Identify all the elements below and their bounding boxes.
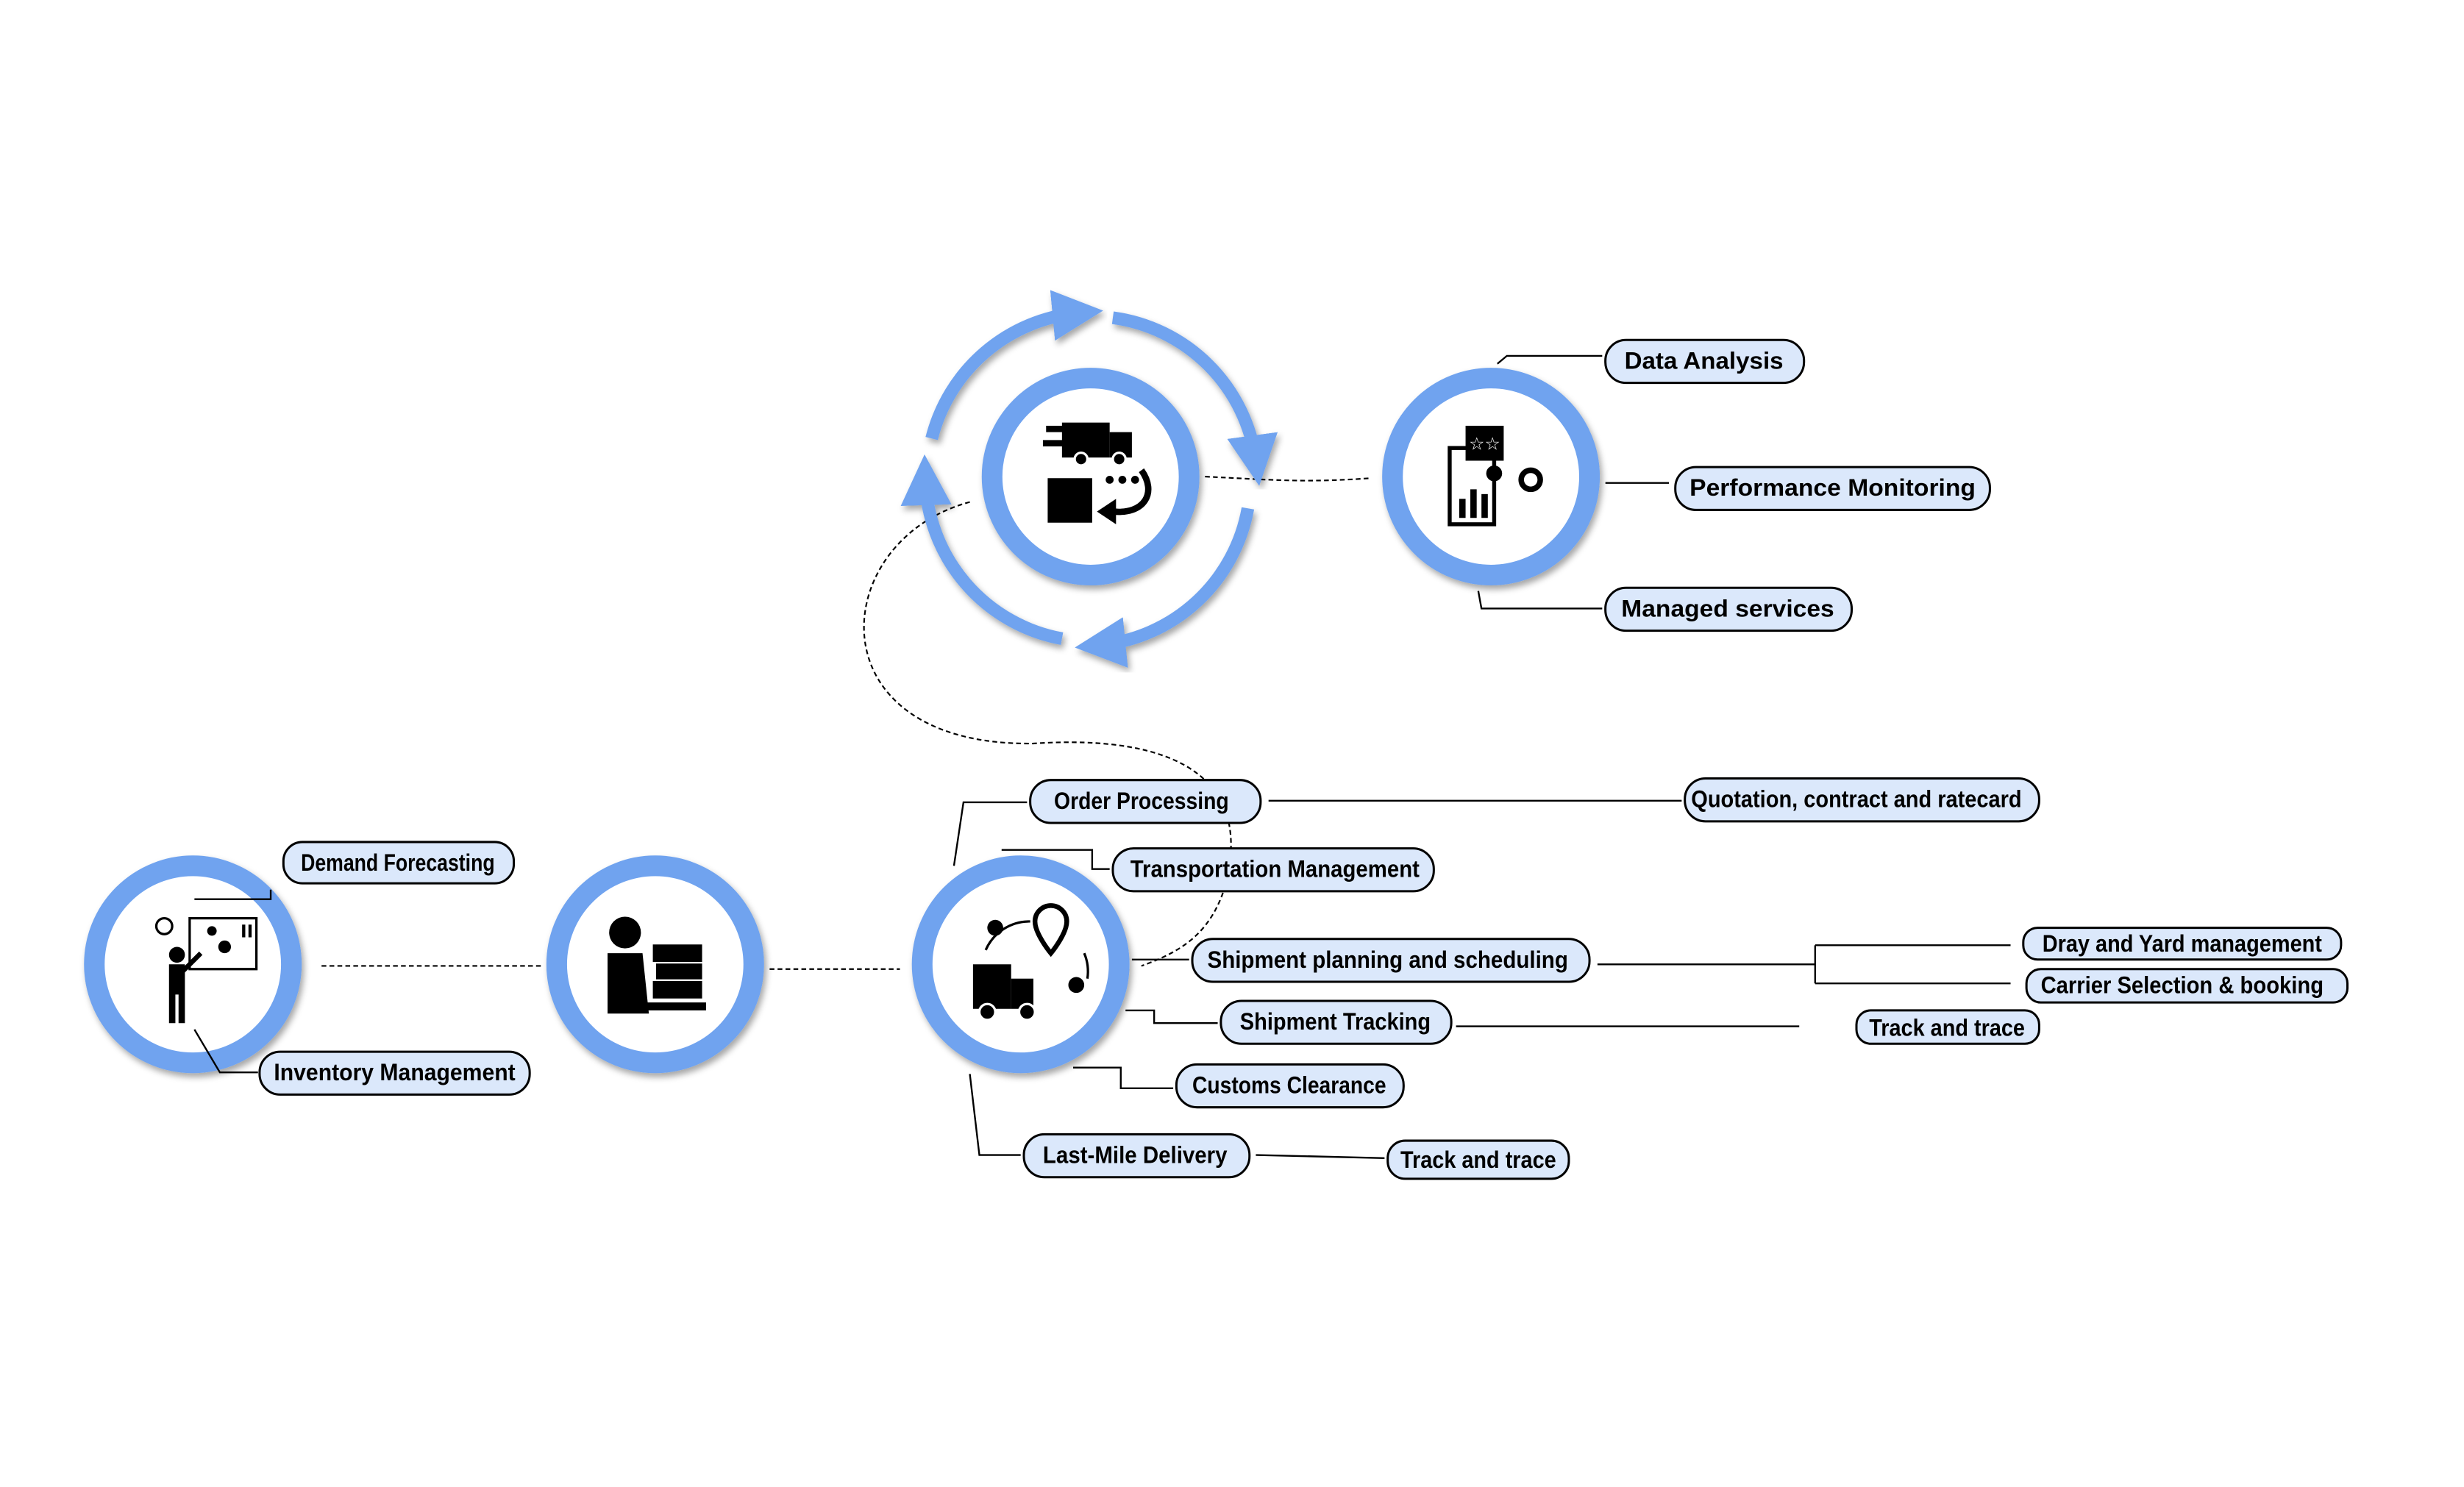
pill-track-and-trace-lastmile[interactable]: Track and trace [1386, 1139, 1570, 1180]
link-hub-logistics [863, 501, 1232, 967]
pill-last-mile-delivery[interactable]: Last-Mile Delivery [1022, 1133, 1251, 1179]
pill-data-analysis[interactable]: Data Analysis [1604, 338, 1806, 385]
pill-label: Last-Mile Delivery [1043, 1142, 1228, 1169]
pill-managed-services[interactable]: Managed services [1604, 586, 1854, 632]
pill-transportation-management[interactable]: Transportation Management [1111, 847, 1435, 893]
pill-label: Shipment Tracking [1240, 1008, 1431, 1035]
pill-label: Track and trace [1869, 1015, 2025, 1041]
logistics-node[interactable] [911, 855, 1130, 1074]
pill-inventory-management[interactable]: Inventory Management [258, 1050, 531, 1096]
pill-dray-yard-management[interactable]: Dray and Yard management [2022, 927, 2343, 961]
pill-shipment-tracking[interactable]: Shipment Tracking [1219, 999, 1453, 1045]
connectors [193, 354, 2011, 1160]
presenter-board-icon [154, 917, 258, 1024]
delivery-cycle-icon [1042, 422, 1152, 524]
pill-order-processing[interactable]: Order Processing [1029, 779, 1262, 824]
analytics-node[interactable]: ☆☆ [1382, 368, 1600, 586]
link-hub-analytics [1205, 475, 1371, 482]
pill-label: Performance Monitoring [1689, 474, 1976, 501]
pill-shipment-planning-scheduling[interactable]: Shipment planning and scheduling [1191, 938, 1591, 983]
pill-track-and-trace-shipment[interactable]: Track and trace [1855, 1009, 2040, 1045]
pill-label: Order Processing [1054, 788, 1229, 814]
pill-label: Quotation, contract and ratecard [1691, 786, 2021, 813]
warehouse-node[interactable] [546, 855, 764, 1074]
pill-label: Inventory Management [274, 1059, 516, 1085]
report-analytics-icon: ☆☆ [1448, 425, 1543, 527]
truck-location-icon [972, 903, 1089, 1021]
pill-label: Carrier Selection & booking [2041, 971, 2324, 998]
cycle-arrows-icon [900, 290, 1278, 668]
hub-node[interactable] [981, 368, 1200, 586]
pill-customs-clearance[interactable]: Customs Clearance [1175, 1063, 1405, 1109]
pill-label: Managed services [1621, 595, 1834, 621]
pill-label: Shipment planning and scheduling [1208, 946, 1568, 973]
pill-quotation-contract-ratecard[interactable]: Quotation, contract and ratecard [1684, 777, 2040, 823]
pill-performance-monitoring[interactable]: Performance Monitoring [1674, 466, 1991, 511]
planning-node[interactable] [84, 855, 302, 1074]
pill-label: Dray and Yard management [2043, 930, 2322, 957]
pill-label: Track and trace [1400, 1147, 1556, 1173]
pill-label: Data Analysis [1625, 347, 1784, 374]
pill-demand-forecasting[interactable]: Demand Forecasting [282, 841, 516, 885]
pill-label: Customs Clearance [1192, 1071, 1386, 1098]
pill-carrier-selection-booking[interactable]: Carrier Selection & booking [2025, 968, 2349, 1004]
worker-boxes-icon [608, 916, 706, 1014]
pill-label: Transportation Management [1130, 856, 1420, 882]
svg-text:☆☆: ☆☆ [1469, 433, 1500, 454]
pill-label: Demand Forecasting [301, 849, 495, 876]
